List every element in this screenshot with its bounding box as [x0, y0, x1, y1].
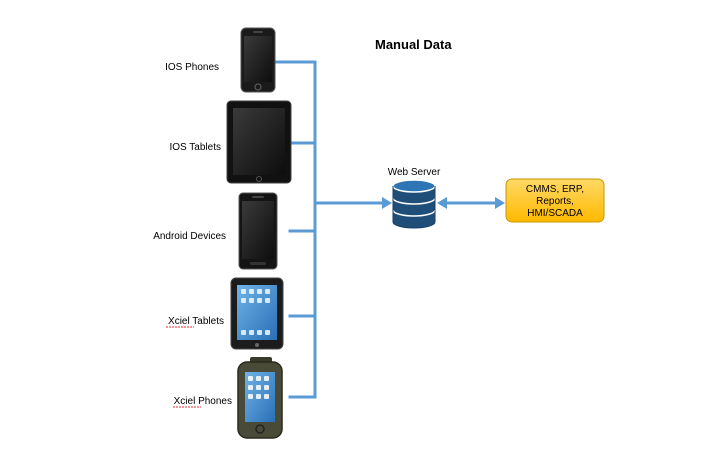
arrow-to-server-left — [437, 197, 447, 209]
systems-box-line-2: Reports, — [536, 196, 574, 207]
ipad-icon — [226, 100, 292, 184]
database-icon — [392, 179, 436, 229]
device-label-ios-phones: IOS Phones — [165, 62, 219, 73]
device-label-ios-tablets: IOS Tablets — [169, 142, 221, 153]
arrow-to-server — [382, 197, 392, 209]
device-label-xciel-phones: Xciel Phones — [174, 396, 232, 407]
page-title: Manual Data — [375, 37, 452, 52]
device-label-xciel-tablets: Xciel Tablets — [168, 316, 224, 327]
device-label-android-devices: Android Devices — [153, 231, 226, 242]
systems-box-line-1: CMMS, ERP, — [526, 184, 584, 195]
rugged-phone-icon — [237, 357, 283, 439]
server-label: Web Server — [388, 167, 441, 178]
connector-lines — [274, 60, 497, 399]
systems-box-line-3: HMI/SCADA — [527, 208, 583, 219]
android-phone-icon — [238, 192, 278, 270]
iphone-icon — [240, 27, 276, 93]
arrow-to-box — [495, 197, 505, 209]
systems-box: CMMS, ERP, Reports, HMI/SCADA — [505, 178, 605, 223]
rugged-tablet-icon — [230, 277, 284, 350]
arrowheads — [382, 197, 505, 209]
